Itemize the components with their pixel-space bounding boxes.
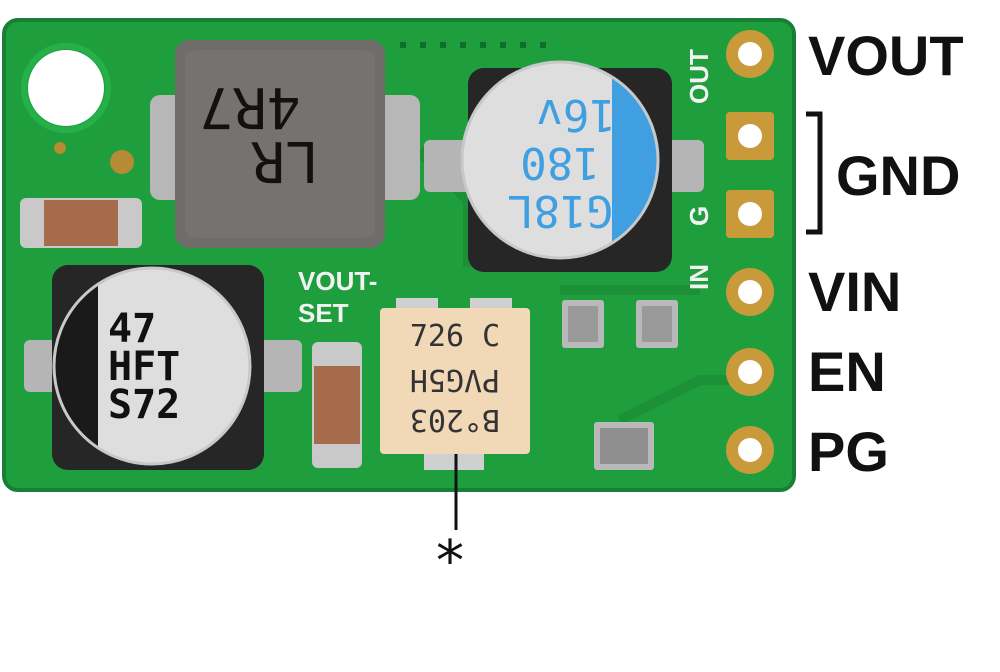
pin-pad-gnd-1 bbox=[726, 112, 774, 160]
silk-in: IN bbox=[684, 264, 714, 290]
trimpot-marking-3: B°203 bbox=[410, 402, 500, 437]
pin-label-en: EN bbox=[808, 340, 886, 403]
silk-vout-set-1: VOUT- bbox=[298, 266, 377, 296]
trimpot-marking-2: PVG5H bbox=[410, 362, 500, 397]
input-cap-marking-3: S72 bbox=[108, 382, 180, 428]
output-cap-marking-3: G18L bbox=[507, 185, 613, 236]
annotation-asterisk: * bbox=[436, 529, 464, 594]
input-cap-marking-2: HFT bbox=[108, 344, 180, 390]
output-capacitor: 16v 180 G18L bbox=[424, 60, 704, 272]
inductor: 4R7 LR bbox=[150, 40, 420, 248]
mounting-hole bbox=[28, 50, 104, 126]
silk-out: OUT bbox=[684, 49, 714, 104]
inductor-marking-2: LR bbox=[251, 128, 319, 193]
smd-resistor-2 bbox=[636, 300, 678, 348]
input-capacitor: 47 HFT S72 bbox=[24, 265, 302, 470]
pin-label-vout: VOUT bbox=[808, 24, 964, 87]
input-cap-marking-1: 47 bbox=[108, 306, 156, 352]
output-cap-marking-2: 180 bbox=[520, 137, 599, 188]
pin-pad-en bbox=[726, 348, 774, 396]
output-cap-marking-1: 16v bbox=[536, 89, 615, 140]
pin-pad-gnd-2 bbox=[726, 190, 774, 238]
trimpot: 726 C PVG5H B°203 bbox=[380, 298, 530, 470]
smd-resistor-1 bbox=[562, 300, 604, 348]
inductor-marking-1: 4R7 bbox=[199, 74, 300, 139]
silk-g: G bbox=[684, 206, 714, 226]
pin-pad-vout bbox=[726, 30, 774, 78]
pin-label-pg: PG bbox=[808, 420, 889, 483]
pin-pad-vin bbox=[726, 268, 774, 316]
pin-pad-pg bbox=[726, 426, 774, 474]
pin-label-vin: VIN bbox=[808, 260, 902, 323]
smd-capacitor-2 bbox=[312, 342, 362, 468]
trimpot-marking-1: 726 C bbox=[410, 319, 500, 354]
pin-label-gnd: GND bbox=[836, 144, 961, 207]
smd-resistor-3 bbox=[594, 422, 654, 470]
silk-vout-set-2: SET bbox=[298, 298, 349, 328]
smd-capacitor bbox=[20, 198, 142, 248]
gnd-bracket bbox=[806, 111, 823, 235]
